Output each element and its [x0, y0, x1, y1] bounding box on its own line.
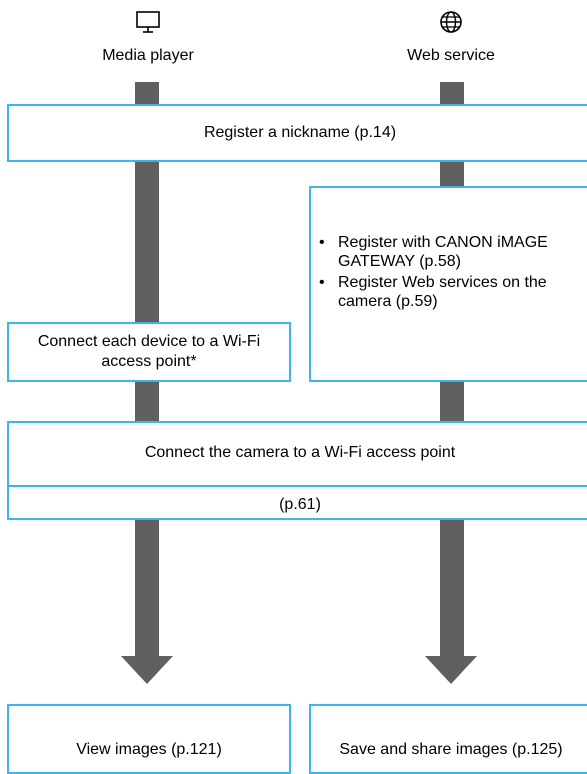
media-player-label: Media player [102, 47, 194, 64]
web-service-registration-step: • Register with CANON iMAGE GATEWAY (p.5… [309, 186, 587, 382]
globe-icon [440, 11, 462, 33]
connect-camera-title: Connect the camera to a Wi-Fi access poi… [144, 444, 456, 461]
registration-item-gateway: • Register with CANON iMAGE GATEWAY (p.5… [319, 233, 583, 271]
save-share-images-text: Save and share images (p.125) [339, 741, 563, 758]
registration-item-text: Register Web services on the camera (p.5… [338, 274, 547, 310]
web-service-arrowhead [425, 656, 477, 684]
connect-device-text: Connect each device to a Wi-Fi access po… [37, 333, 261, 370]
step-divider [9, 485, 587, 487]
tv-monitor-icon [136, 11, 160, 33]
register-nickname-text: Register a nickname (p.14) [203, 124, 397, 141]
bullet-marker: • [319, 234, 325, 251]
web-service-header: Web service [371, 8, 531, 66]
web-service-label: Web service [407, 47, 495, 64]
registration-list: • Register with CANON iMAGE GATEWAY (p.5… [319, 233, 583, 311]
registration-item-text: Register with CANON iMAGE GATEWAY (p.58) [338, 234, 548, 270]
connect-camera-page-ref: (p.61) [279, 496, 321, 513]
register-nickname-step: Register a nickname (p.14) [7, 104, 587, 162]
registration-item-web-services: • Register Web services on the camera (p… [319, 273, 583, 311]
bullet-marker: • [319, 274, 325, 291]
connect-camera-step: Connect the camera to a Wi-Fi access poi… [7, 421, 587, 520]
media-player-arrowhead [121, 656, 173, 684]
connect-device-step: Connect each device to a Wi-Fi access po… [7, 322, 291, 382]
view-images-text: View images (p.121) [76, 741, 222, 758]
media-player-header: Media player [68, 8, 228, 66]
